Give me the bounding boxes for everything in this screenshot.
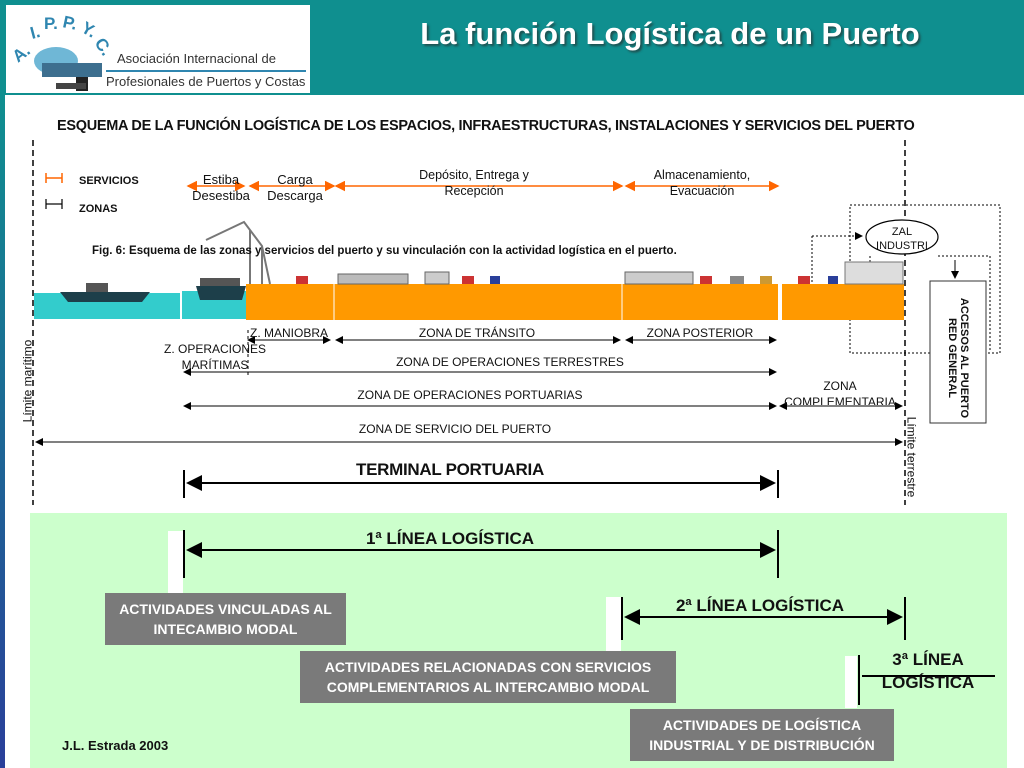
service-almacen-line2: Evacuación (669, 184, 735, 198)
activities-industrial-box: ACTIVIDADES DE LOGÍSTICA INDUSTRIAL Y DE … (630, 709, 894, 761)
activities-complementary-line1: ACTIVIDADES RELACIONADAS CON SERVICIOS (324, 659, 652, 675)
zone-maniobra: Z. MANIOBRA (250, 326, 329, 338)
activities-modal-box: ACTIVIDADES VINCULADAS AL INTECAMBIO MODA… (105, 593, 346, 645)
svg-text:P.: P. (44, 14, 58, 33)
service-deposito-line1: Depósito, Entrega y (419, 168, 529, 182)
zone-op-portuarias: ZONA DE OPERACIONES PORTUARIAS (357, 388, 583, 402)
org-name-line2: Profesionales de Puertos y Costas (106, 74, 306, 89)
author-credit: J.L. Estrada 2003 (62, 738, 169, 753)
zal-label-line2: INDUSTRI (876, 240, 928, 249)
second-logistic-line-label: 2ª LÍNEA LOGÍSTICA (675, 596, 845, 615)
service-almacen-line1: Almacenamiento, (653, 168, 751, 182)
zone-op-maritimas-line1: Z. OPERACIONES (163, 342, 267, 356)
svg-text:P.: P. (61, 12, 79, 33)
zal-label-line1: ZAL (891, 226, 913, 238)
service-desestiba: Desestiba (192, 188, 250, 203)
diagram-heading: ESQUEMA DE LA FUNCIÓN LOGÍSTICA DE LOS E… (57, 118, 915, 134)
left-accent-stripe (0, 95, 5, 768)
activities-industrial-line2: INDUSTRIAL Y DE DISTRIBUCIÓN (649, 737, 875, 753)
activities-industrial-line1: ACTIVIDADES DE LOGÍSTICA (662, 717, 862, 733)
activities-modal-line2: INTECAMBIO MODAL (153, 621, 298, 637)
zone-op-terrestres: ZONA DE OPERACIONES TERRESTRES (396, 355, 624, 369)
terminal-portuaria-label: TERMINAL PORTUARIA (356, 460, 544, 479)
aippyc-logo-icon: A. I. P. P. Y. C. (9, 12, 306, 91)
service-descarga: Descarga (267, 188, 323, 203)
legend-zonas-marker (45, 199, 63, 209)
zone-op-maritimas-line2: MARÍTIMAS (181, 358, 249, 370)
legend-zonas-label: ZONAS (79, 203, 118, 212)
service-deposito-line2: Recepción (444, 184, 504, 198)
zone-servicio-puerto: ZONA DE SERVICIO DEL PUERTO (358, 422, 552, 436)
zone-posterior: ZONA POSTERIOR (646, 326, 754, 338)
third-logistic-line-label-1: 3ª LÍNEA (892, 650, 964, 669)
legend-servicios-label: SERVICIOS (79, 175, 139, 184)
zone-transito: ZONA DE TRÁNSITO (418, 326, 536, 338)
third-logistic-line-label-2: LOGÍSTICA (881, 673, 975, 692)
line1-marker-bar (168, 531, 183, 593)
zone-complementaria-line2: COMPLEMENTARIA (784, 395, 896, 405)
activities-complementary-box: ACTIVIDADES RELACIONADAS CON SERVICIOS CO… (300, 651, 676, 703)
service-carga: Carga (277, 172, 313, 187)
activities-complementary-line2: COMPLEMENTARIOS AL INTERCAMBIO MODAL (326, 679, 650, 695)
logo-panel: A. I. P. P. Y. C. (6, 5, 310, 93)
service-estiba: Estiba (202, 172, 240, 187)
zone-complementaria-line1: ZONA (823, 379, 857, 393)
line2-marker-bar (606, 597, 621, 651)
page-title: La función Logística de un Puerto (420, 16, 920, 51)
activities-modal-line1: ACTIVIDADES VINCULADAS AL (119, 601, 332, 617)
legend-servicios-marker (45, 173, 63, 183)
first-logistic-line-label: 1ª LÍNEA LOGÍSTICA (365, 529, 535, 548)
figure-caption: Fig. 6: Esquema de las zonas y servicios… (92, 245, 677, 257)
line3-marker-bar (845, 656, 857, 708)
org-name-line1: Asociación Internacional de (117, 51, 276, 66)
